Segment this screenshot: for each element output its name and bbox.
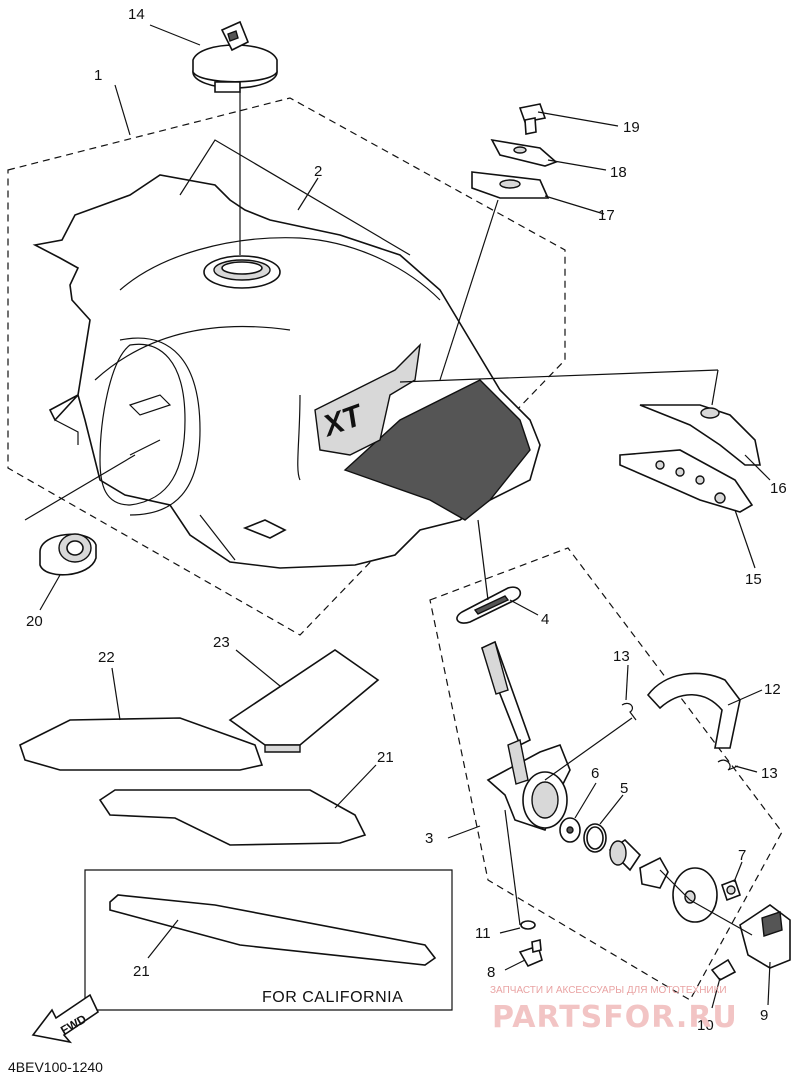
fwd-arrow-icon: FWD xyxy=(31,993,100,1044)
part-18-bracket xyxy=(490,138,558,167)
callout-19: 19 xyxy=(623,119,640,136)
part-13-clip xyxy=(621,702,739,771)
callout-13: 13 xyxy=(613,648,630,665)
part-17-damper xyxy=(471,171,550,199)
part-4-gasket xyxy=(456,586,522,624)
xt-emblem: XT xyxy=(314,343,421,456)
callout-22: 22 xyxy=(98,649,115,666)
callout-7: 7 xyxy=(738,847,746,864)
part-9-lever xyxy=(739,904,791,969)
callout-13-second: 13 xyxy=(761,765,778,782)
fuel-cock-plate xyxy=(672,867,718,923)
part-23-pad xyxy=(228,649,380,753)
fuel-strainer-pipe xyxy=(480,640,531,747)
part-11-washer xyxy=(520,920,536,930)
callout-1: 1 xyxy=(94,67,102,84)
fuel-cock-assembly-boundary xyxy=(429,547,783,1001)
part-21-pad-california xyxy=(109,894,437,966)
part-20-cap xyxy=(39,533,97,576)
part-8-screw xyxy=(518,938,543,968)
wave-washer xyxy=(639,856,669,889)
part-22-pad xyxy=(19,717,264,771)
filler-neck xyxy=(203,255,281,289)
callout-9: 9 xyxy=(760,1007,768,1024)
part-16-cover xyxy=(639,404,761,466)
callout-5: 5 xyxy=(620,780,628,797)
callout-15: 15 xyxy=(745,571,762,588)
fuel-cap xyxy=(192,20,278,93)
callout-4: 4 xyxy=(541,611,549,628)
callout-21: 21 xyxy=(377,749,394,766)
callout-12: 12 xyxy=(764,681,781,698)
watermark: ЗАПЧАСТИ И АКСЕССУАРЫ ДЛЯ МОТОТЕХНИКИ PA… xyxy=(490,985,738,1035)
fuel-cock-lever-shaft xyxy=(608,838,642,872)
fuel-tank xyxy=(32,139,541,569)
california-box xyxy=(84,869,453,1011)
callout-11: 11 xyxy=(475,925,491,942)
callout-14: 14 xyxy=(128,6,145,23)
part-10-screw xyxy=(710,958,737,982)
fuel-cock-body xyxy=(486,739,571,832)
callout-21-california: 21 xyxy=(133,963,150,980)
part-12-hose xyxy=(646,672,741,749)
callout-2: 2 xyxy=(314,163,322,180)
callout-16: 16 xyxy=(770,480,787,497)
callout-6: 6 xyxy=(591,765,599,782)
callout-17: 17 xyxy=(598,207,615,224)
callout-3: 3 xyxy=(425,830,433,847)
watermark-brand: PARTSFOR.RU xyxy=(492,1000,738,1035)
diagram-code: 4BEV100-1240 xyxy=(8,1059,103,1075)
part-5-o-ring xyxy=(583,823,607,853)
part-19-bolt xyxy=(518,103,547,135)
part-6-seal xyxy=(559,817,581,843)
part-15-plate xyxy=(619,449,754,513)
callout-18: 18 xyxy=(610,164,627,181)
watermark-caption: ЗАПЧАСТИ И АКСЕССУАРЫ ДЛЯ МОТОТЕХНИКИ xyxy=(490,985,727,996)
callout-23: 23 xyxy=(213,634,230,651)
callouts: 1 2 3 4 5 6 7 8 9 10 11 12 13 13 14 15 1… xyxy=(26,6,787,1034)
part-21-pad xyxy=(98,789,367,846)
callout-20: 20 xyxy=(26,613,43,630)
leader-lines xyxy=(24,24,771,1009)
california-note: FOR CALIFORNIA xyxy=(262,989,403,1006)
callout-10: 10 xyxy=(697,1017,714,1034)
tank-assembly-boundary xyxy=(7,97,566,636)
callout-8: 8 xyxy=(487,964,495,981)
part-7-screw xyxy=(720,878,742,902)
